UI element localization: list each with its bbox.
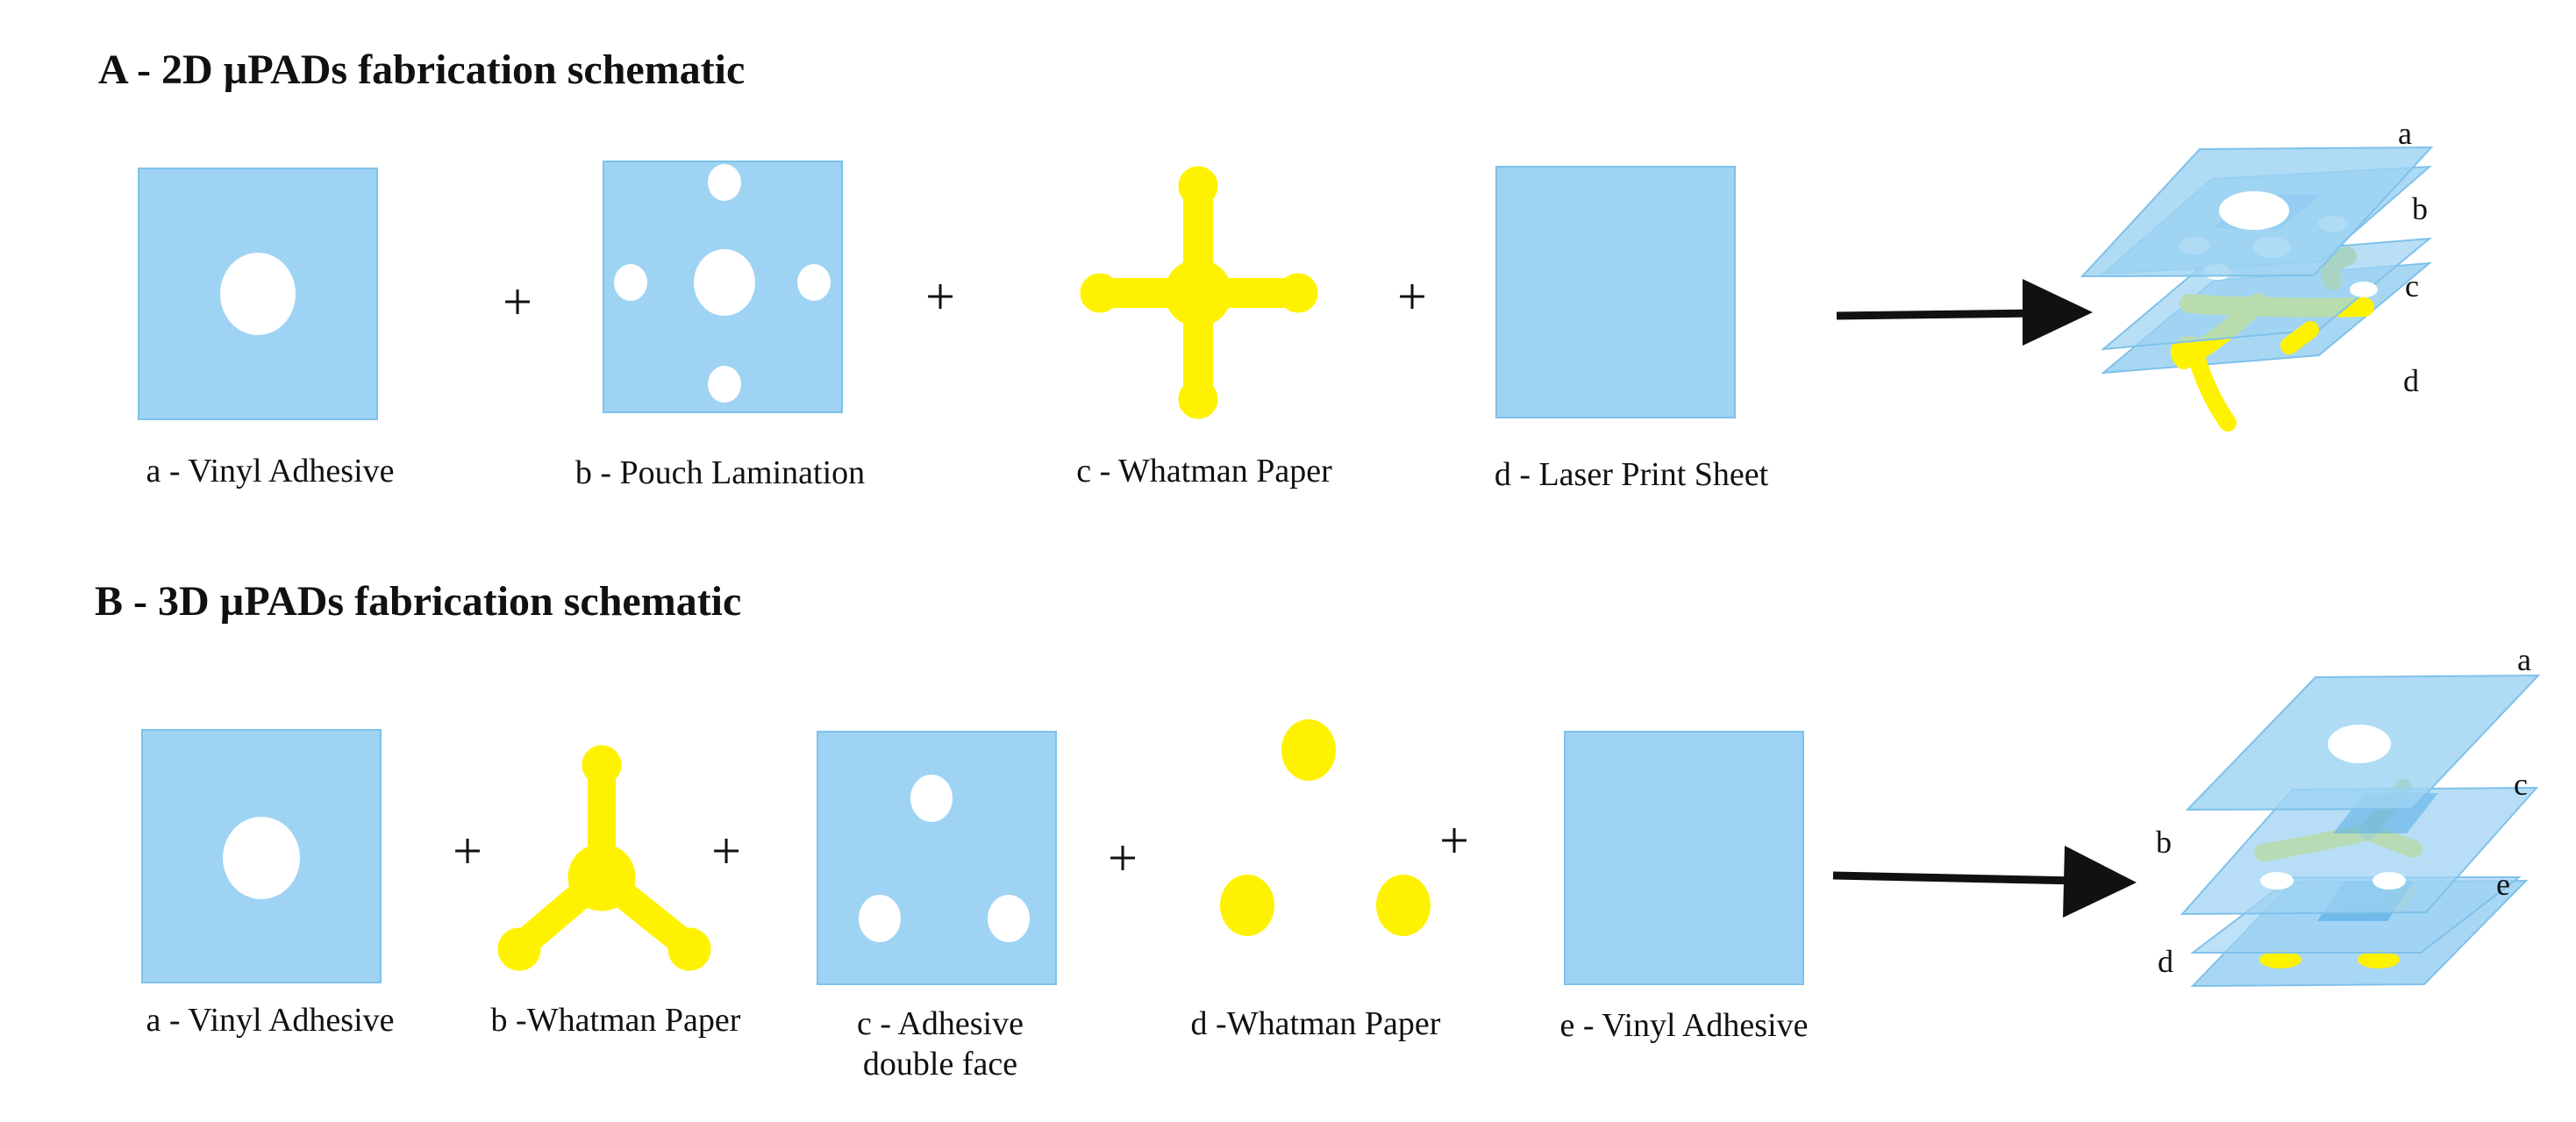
a-caption-vinyl-adhesive: a - Vinyl Adhesive <box>146 453 395 490</box>
b-pouch-lamination-sheet <box>603 161 843 413</box>
b-caption-whatman-paper-1: b -Whatman Paper <box>490 1002 741 1039</box>
b-plus-4: + <box>1439 811 1469 869</box>
c-whatman-paper-cross <box>1080 166 1318 419</box>
a-layer-label-b: b <box>2412 191 2428 226</box>
section-b-arrow <box>1832 846 2137 918</box>
a-layer-label-c: c <box>2405 268 2419 304</box>
b-plus-3: + <box>1108 829 1138 887</box>
a-caption-whatman-paper: c - Whatman Paper <box>1076 453 1332 490</box>
b-caption-vinyl-adhesive: a - Vinyl Adhesive <box>146 1002 395 1039</box>
b-caption-adhesive-line2: double face <box>862 1046 1018 1083</box>
section-b-title: B - 3D µPADs fabrication schematic <box>95 578 742 625</box>
b-caption-whatman-paper-2: d -Whatman Paper <box>1190 1005 1441 1042</box>
section-b-stacked-assembly <box>2180 674 2541 988</box>
a-caption-pouch-lamination: b - Pouch Lamination <box>574 454 866 491</box>
b-plus-1: + <box>453 822 482 880</box>
section-a-title: A - 2D µPADs fabrication schematic <box>98 46 746 93</box>
b-layer-label-c: c <box>2514 767 2528 802</box>
b-layer-label-d: d <box>2158 944 2173 979</box>
b-layer-label-b: b <box>2156 825 2172 860</box>
b-caption-adhesive-line1: c - Adhesive <box>857 1005 1024 1042</box>
a-plus-3: + <box>1397 268 1427 325</box>
b-e-vinyl-adhesive-sheet <box>1564 731 1804 985</box>
a-layer-label-d: d <box>2403 363 2419 398</box>
b-layer-label-e: e <box>2496 867 2510 902</box>
b-caption-adhesive-double-face: c - Adhesive double face <box>857 1004 1024 1084</box>
stack-a-layer-c <box>2100 237 2433 351</box>
b-layer-label-a: a <box>2517 642 2531 677</box>
b-b-whatman-paper-y <box>497 745 711 971</box>
a-plus-1: + <box>503 273 532 331</box>
a-caption-laser-print-sheet: d - Laser Print Sheet <box>1494 456 1769 493</box>
a-layer-label-a: a <box>2398 116 2412 151</box>
b-caption-vinyl-adhesive-2: e - Vinyl Adhesive <box>1559 1007 1809 1044</box>
b-a-vinyl-adhesive-sheet <box>141 729 382 983</box>
a-vinyl-adhesive-sheet <box>138 168 378 420</box>
d-laser-print-sheet <box>1495 166 1736 418</box>
a-plus-2: + <box>925 268 955 325</box>
b-c-adhesive-double-face-sheet <box>817 731 1057 985</box>
b-d-whatman-paper-dots <box>1220 719 1431 936</box>
b-plus-2: + <box>711 822 741 880</box>
section-a-stacked-assembly <box>2080 146 2434 432</box>
section-a-arrow <box>1836 279 2093 346</box>
